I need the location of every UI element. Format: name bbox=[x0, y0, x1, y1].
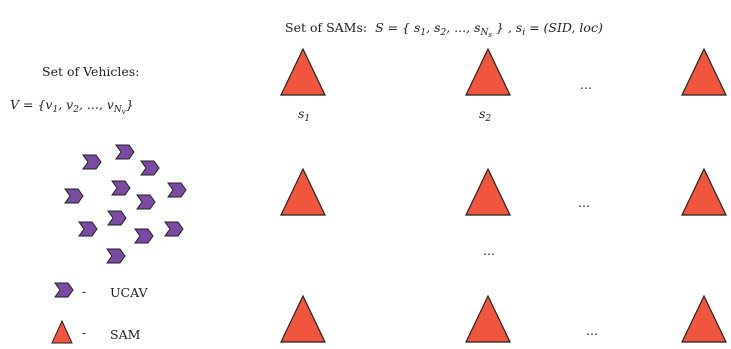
vehicles-header-label: Set of Vehicles: bbox=[42, 64, 140, 79]
ucav-chevron-icon bbox=[167, 182, 187, 198]
ucav-chevron-icon bbox=[164, 221, 184, 237]
ucav-chevron-icon bbox=[136, 194, 156, 210]
ucav-chevron-icon bbox=[106, 248, 126, 264]
ellipsis-row1: ... bbox=[580, 77, 592, 92]
ellipsis-vertical: ... bbox=[483, 243, 495, 258]
ucav-chevron-icon bbox=[78, 221, 98, 237]
ellipsis-row2: ... bbox=[578, 195, 590, 210]
sam-triangle-icon bbox=[280, 48, 326, 96]
sam-label-s1: s1 bbox=[298, 106, 311, 124]
sam-triangle-icon bbox=[465, 48, 511, 96]
sam-triangle-icon bbox=[280, 295, 326, 343]
ucav-chevron-icon bbox=[140, 160, 160, 176]
sam-triangle-icon bbox=[681, 295, 727, 343]
sams-header-label: Set of SAMs: bbox=[285, 20, 368, 35]
sam-triangle-icon bbox=[280, 168, 326, 216]
sam-triangle-icon bbox=[465, 168, 511, 216]
ucav-chevron-icon bbox=[64, 188, 84, 204]
ucav-chevron-icon bbox=[111, 180, 131, 196]
ucav-chevron-icon bbox=[107, 210, 127, 226]
ucav-chevron-icon bbox=[115, 144, 135, 160]
legend-ucav-dash: - bbox=[82, 284, 87, 299]
ellipsis-row3: ... bbox=[586, 323, 598, 338]
sam-label-s2: s2 bbox=[479, 106, 492, 124]
vehicles-set-formula: V = {v1, v2, ..., vNv} bbox=[10, 97, 134, 116]
sam-triangle-icon bbox=[681, 48, 727, 96]
ucav-chevron-icon bbox=[134, 228, 154, 244]
sams-set-formula: S = { s1, s2, ..., sNs } , si = (SID, lo… bbox=[371, 20, 603, 39]
sams-header: Set of SAMs: S = { s1, s2, ..., sNs } , … bbox=[285, 20, 603, 39]
legend-ucav-label: UCAV bbox=[110, 285, 148, 300]
legend-ucav-icon bbox=[54, 282, 74, 298]
ucav-chevron-icon bbox=[82, 154, 102, 170]
legend-sam-label: SAM bbox=[110, 327, 141, 342]
sam-triangle-icon bbox=[465, 295, 511, 343]
sam-triangle-icon bbox=[681, 168, 727, 216]
legend-sam-dash: - bbox=[82, 325, 87, 340]
legend-sam-icon bbox=[51, 320, 73, 344]
